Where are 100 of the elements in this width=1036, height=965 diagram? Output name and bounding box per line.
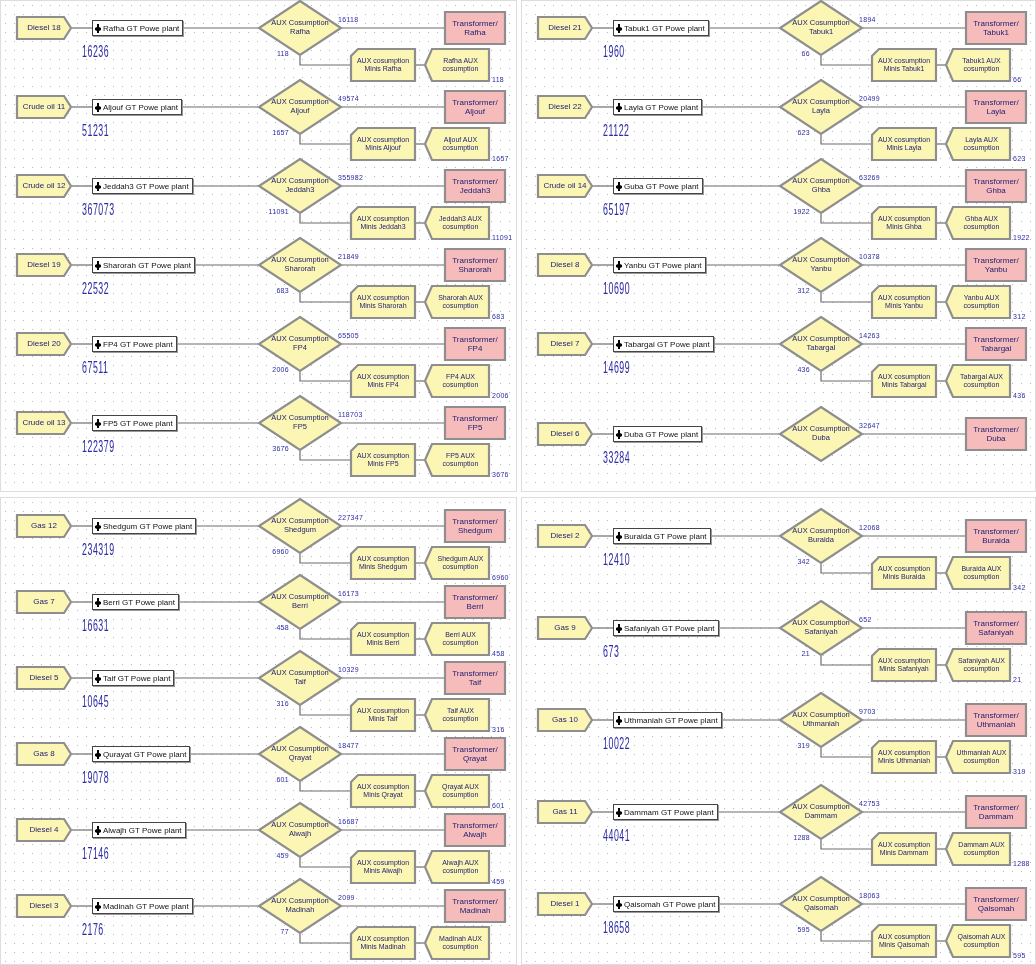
- block-label: Gas 10: [551, 715, 579, 725]
- connector-line: [717, 811, 780, 813]
- connector-line: [820, 213, 872, 224]
- connector-line: [71, 677, 93, 679]
- process-label: Guba GT Powe plant: [624, 181, 699, 191]
- count-label: 18658: [603, 918, 631, 937]
- transformer-box: [965, 887, 1027, 921]
- connector-line: [71, 905, 93, 907]
- count-label: 10022: [603, 734, 631, 753]
- connector-line: [718, 627, 780, 629]
- block-label: Diesel 4: [28, 825, 60, 835]
- dispose-block: [424, 926, 490, 960]
- assign-block: [871, 48, 937, 82]
- connector-line: [415, 714, 425, 716]
- assign-block: [350, 774, 416, 808]
- assign-block: [871, 648, 937, 682]
- block-label: Transformer/ Qaisomah: [972, 894, 1020, 914]
- transformer-box: [965, 611, 1027, 645]
- connector-line: [299, 781, 351, 792]
- connector-line: [936, 222, 946, 224]
- connector-line: [299, 629, 351, 640]
- block-label: Gas 12: [30, 521, 58, 531]
- connector-line: [710, 535, 780, 537]
- block-label: Diesel 2: [549, 531, 581, 541]
- connector-line: [862, 433, 966, 435]
- process-label: Dammam GT Powe plant: [624, 807, 714, 817]
- connector-line: [721, 719, 780, 721]
- connector-line: [176, 422, 259, 424]
- block-label: Crude oil 14: [542, 181, 588, 191]
- block-label: Transformer/ Qrayat: [451, 744, 499, 764]
- connector-line: [415, 790, 425, 792]
- connector-line: [820, 55, 872, 66]
- block-label: Transformer/ Aljouf: [451, 97, 499, 117]
- transformer-box: [444, 585, 506, 619]
- count-label: 234319: [82, 540, 115, 559]
- process-box: [613, 99, 703, 115]
- connector-line: [820, 931, 872, 942]
- connector-line: [299, 213, 351, 224]
- process-label: FP4 GT Powe plant: [103, 339, 173, 349]
- connector-line: [299, 553, 351, 564]
- connector-line: [71, 525, 93, 527]
- block-label: Crude oil 13: [21, 418, 67, 428]
- connector-line: [936, 301, 946, 303]
- connector-line: [415, 222, 425, 224]
- connector-line: [299, 134, 351, 145]
- assign-block: [350, 698, 416, 732]
- block-label: Transformer/ Yanbu: [972, 255, 1020, 275]
- process-box: [92, 415, 177, 431]
- connector-line: [592, 903, 614, 905]
- count-label: 16236: [82, 42, 110, 61]
- connector-line: [182, 27, 259, 29]
- block-label: Transformer/ FP4: [451, 334, 499, 354]
- process-label: Yanbu GT Powe plant: [624, 260, 702, 270]
- count-label: 17146: [82, 844, 110, 863]
- count-label: 10690: [603, 279, 631, 298]
- block-label: Transformer/ Madinah: [451, 896, 499, 916]
- assign-block: [350, 850, 416, 884]
- assign-block: [871, 127, 937, 161]
- connector-line: [862, 264, 966, 266]
- connector-line: [708, 27, 780, 29]
- process-box: [613, 528, 711, 544]
- connector-line: [71, 829, 93, 831]
- count-label: 44041: [603, 826, 631, 845]
- connector-line: [341, 27, 445, 29]
- transformer-box: [444, 248, 506, 282]
- block-label: Transformer/ Uthmaniah: [972, 710, 1020, 730]
- connector-line: [184, 829, 259, 831]
- block-label: Transformer/ Buraida: [972, 526, 1020, 546]
- count-label: 33284: [603, 448, 631, 467]
- count-label: 65197: [603, 200, 631, 219]
- connector-line: [704, 264, 780, 266]
- count-label: 12410: [603, 550, 631, 569]
- process-box: [92, 518, 197, 534]
- count-label: 673: [603, 642, 620, 661]
- connector-line: [936, 940, 946, 942]
- connector-line: [862, 106, 966, 108]
- connector-line: [701, 185, 780, 187]
- connector-line: [862, 185, 966, 187]
- process-label: Qurayat GT Powe plant: [103, 749, 187, 759]
- connector-line: [299, 55, 351, 66]
- count-label: 2176: [82, 920, 104, 939]
- block-label: Transformer/ Tabargal: [972, 334, 1020, 354]
- block-label: Transformer/ Ghba: [972, 176, 1020, 196]
- block-label: Diesel 19: [26, 260, 62, 270]
- connector-line: [341, 185, 445, 187]
- assign-block: [871, 364, 937, 398]
- process-label: Buraida GT Powe plant: [624, 531, 707, 541]
- process-label: Taif GT Powe plant: [103, 673, 171, 683]
- assign-block: [350, 546, 416, 580]
- connector-line: [820, 747, 872, 758]
- block-label: Diesel 7: [549, 339, 581, 349]
- process-box: [613, 896, 720, 912]
- block-label: Transformer/ Tabuk1: [972, 18, 1020, 38]
- process-label: Qaisomah GT Powe plant: [624, 899, 716, 909]
- connector-line: [592, 106, 614, 108]
- block-label: Transformer/ FP5: [451, 413, 499, 433]
- connector-line: [299, 933, 351, 944]
- process-label: Tabargal GT Powe plant: [624, 339, 710, 349]
- connector-line: [71, 106, 93, 108]
- process-label: Shedgum GT Powe plant: [103, 521, 193, 531]
